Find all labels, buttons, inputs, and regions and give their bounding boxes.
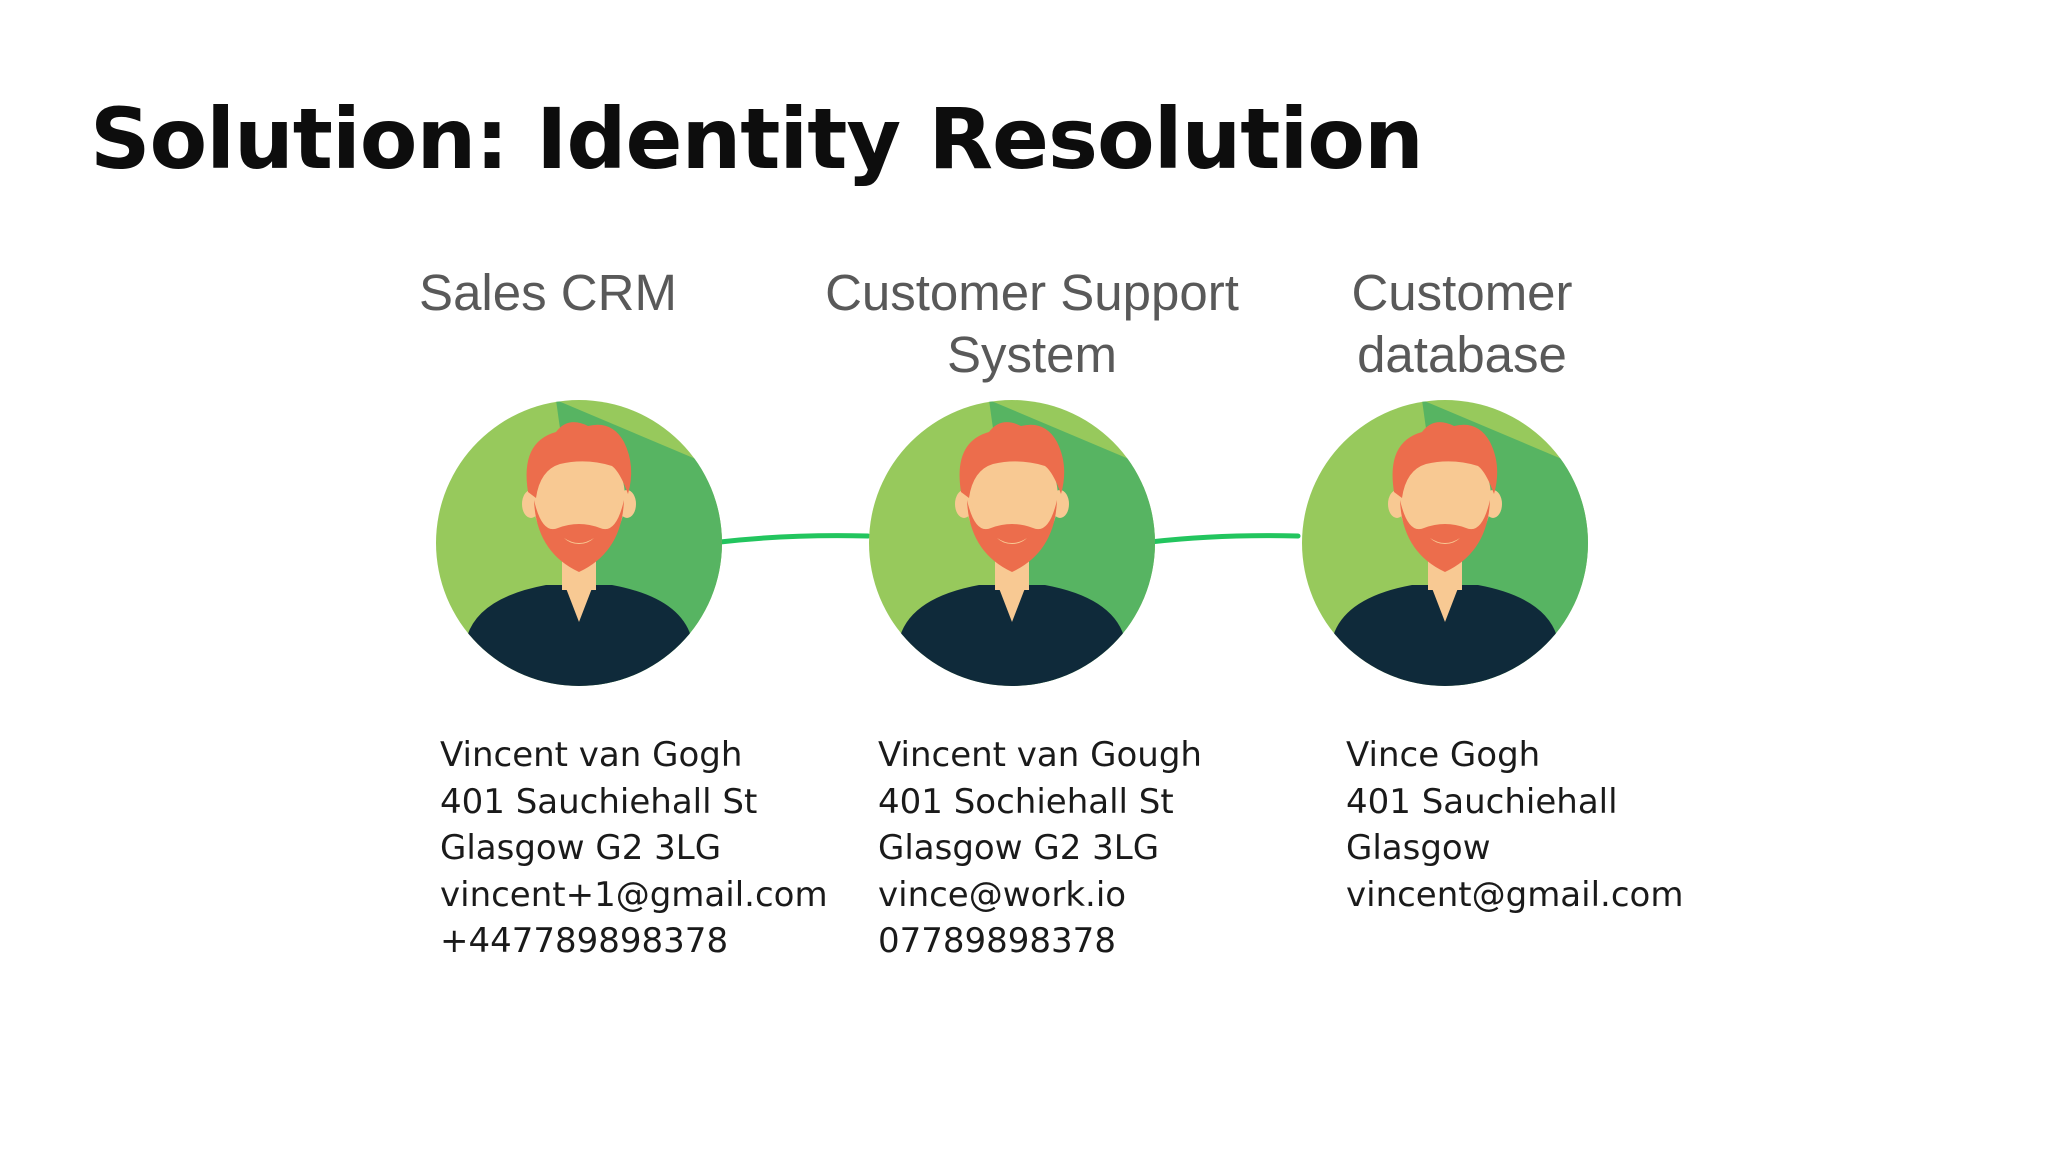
customer-record-sales-crm: Vincent van Gogh 401 Sauchiehall St Glas… xyxy=(440,732,828,965)
record-phone: +447789898378 xyxy=(440,921,729,961)
system-heading-customer-database: Customer database xyxy=(1351,264,1573,383)
avatar-graphic-customer-database xyxy=(1302,400,1588,686)
record-phone: 07789898378 xyxy=(878,921,1116,961)
customer-record-customer-support: Vincent van Gough 401 Sochiehall St Glas… xyxy=(878,732,1202,965)
record-street: 401 Sochiehall St xyxy=(878,781,1174,822)
record-email: vincent+1@gmail.com xyxy=(440,874,828,915)
record-name: Vincent van Gogh xyxy=(440,735,743,775)
record-name: Vince Gogh xyxy=(1346,735,1541,775)
person-avatar-icon xyxy=(869,400,1155,686)
link-support-to-database xyxy=(1147,533,1301,545)
system-heading-sales-crm: Sales CRM xyxy=(419,264,677,321)
record-city: Glasgow G2 3LG xyxy=(440,828,722,868)
record-email: vince@work.io xyxy=(878,874,1127,915)
avatar-graphic-sales-crm xyxy=(436,400,722,686)
avatar-graphic-customer-support xyxy=(869,400,1155,686)
slide-title: Solution: Identity Resolution xyxy=(90,90,1424,188)
person-avatar-icon xyxy=(436,400,722,686)
customer-record-customer-database: Vince Gogh 401 Sauchiehall Glasgow vince… xyxy=(1346,732,1683,918)
record-city: Glasgow G2 3LG xyxy=(878,828,1160,868)
link-crm-to-support xyxy=(717,533,871,545)
record-street: 401 Sauchiehall St xyxy=(440,781,758,822)
record-email: vincent@gmail.com xyxy=(1346,874,1684,915)
record-city: Glasgow xyxy=(1346,828,1491,868)
person-avatar-icon xyxy=(1302,400,1588,686)
system-heading-customer-support: Customer Support System xyxy=(825,264,1239,383)
record-street: 401 Sauchiehall xyxy=(1346,781,1618,822)
record-name: Vincent van Gough xyxy=(878,735,1202,775)
